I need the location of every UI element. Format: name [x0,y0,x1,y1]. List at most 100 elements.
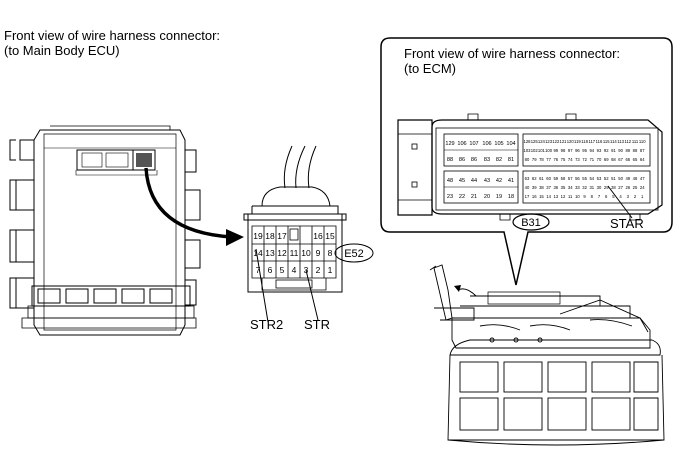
b31-pin: 91 [611,148,616,153]
b31-pin: 19 [496,194,502,200]
b31-pin: 60 [546,176,551,181]
b31-pin: 29 [604,185,609,190]
b31-pin: 3 [627,194,630,199]
b31-pin: 63 [525,176,530,181]
b31-pin: 6 [605,194,608,199]
b31-pin: 74 [568,157,573,162]
b31-pin: 119 [574,139,581,144]
b31-pin: 69 [604,157,609,162]
e52-pin: 9 [316,248,321,258]
b31-pin: 70 [597,157,602,162]
b31-pin: 44 [471,178,477,184]
b31-pin: 73 [575,157,580,162]
b31-pin: 53 [597,176,602,181]
b31-pin: 110 [639,139,646,144]
b31-pin: 32 [582,185,587,190]
right-caption-line1: Front view of wire harness connector: [404,46,621,61]
b31-pin: 10 [575,194,580,199]
b31-pin: 82 [496,157,502,163]
b31-pin: 65 [633,157,638,162]
b31-pin: 50 [618,176,623,181]
b31-pin: 95 [582,148,587,153]
e52-pin: 16 [313,231,323,241]
b31-pin: 124 [538,139,546,144]
b31-pin: 38 [539,185,544,190]
b31-pin: 94 [589,148,594,153]
b31-pin: 114 [610,139,617,144]
b31-pin: 30 [597,185,602,190]
e52-pin: 13 [265,248,275,258]
b31-pin: 68 [611,157,616,162]
e52-pin: 11 [290,248,299,258]
b31-pin: 45 [459,178,465,184]
b31-pin: 76 [553,157,558,162]
b31-pin: 116 [596,139,603,144]
b31-pin: 56 [575,176,580,181]
b31-pin: 98 [561,148,566,153]
e52-pin: 3 [304,265,309,275]
b31-pin: 90 [618,148,623,153]
b31-pin: 25 [633,185,638,190]
b31-pin: 4 [619,194,622,199]
b31-pin: 28 [611,185,616,190]
b31-pin: 87 [640,148,645,153]
b31-pin: 49 [625,176,630,181]
e52-pin: 4 [292,265,297,275]
b31-pin: 72 [582,157,587,162]
e52-pin: 19 [253,231,263,241]
b31-pin: 43 [484,178,490,184]
b31-pin: 57 [568,176,573,181]
b31-pin: 35 [561,185,566,190]
b31-pin: 86 [459,157,465,163]
left-caption-line2: (to Main Body ECU) [4,43,120,58]
b31-pin: 83 [484,157,490,163]
b31-pin: 33 [575,185,580,190]
e52-pin: 10 [301,248,311,258]
connector-e52 [243,145,374,323]
b31-pin: 105 [494,141,503,147]
b31-pin: 122 [552,139,560,144]
b31-pin: 86 [471,157,477,163]
b31-pin: 21 [471,194,477,200]
b31-pin: 1 [641,194,644,199]
label-str: STR [304,317,330,332]
b31-pin: 125 [531,139,539,144]
b31-pin: 37 [546,185,551,190]
b31-pin: 103 [524,148,532,153]
e52-pin: 7 [256,265,261,275]
e52-pin: 5 [280,265,285,275]
b31-pin: 23 [447,194,453,200]
e52-pin: 8 [328,248,333,258]
b31-pin: 106 [482,141,491,147]
b31-pin: 34 [568,185,573,190]
b31-pin: 102 [531,148,539,153]
b31-pin: 77 [546,157,551,162]
b31-pin: 55 [582,176,587,181]
b31-pin: 75 [561,157,566,162]
b31-pin: 121 [560,139,568,144]
b31-pin: 24 [640,185,645,190]
b31-pin: 107 [469,141,478,147]
b31-pin: 27 [618,185,623,190]
b31-pin: 42 [496,178,502,184]
b31-pin: 7 [598,194,601,199]
b31-pin: 31 [589,185,594,190]
b31-pin: 11 [568,194,573,199]
b31-pin: 12 [561,194,566,199]
b31-pin: 112 [624,139,631,144]
b31-pin: 14 [546,194,551,199]
left-caption-line1: Front view of wire harness connector: [4,28,221,43]
b31-pin: 104 [506,141,515,147]
b31-pin: 117 [588,139,595,144]
label-star: STAR [610,216,644,231]
label-str2: STR2 [250,317,284,332]
b31-pin: 71 [589,157,594,162]
e52-connector-id: E52 [344,248,364,260]
b31-pin: 97 [568,148,573,153]
connector-b31 [397,113,663,231]
b31-pin: 39 [532,185,537,190]
b31-pin: 118 [581,139,588,144]
b31-pin: 17 [525,194,530,199]
